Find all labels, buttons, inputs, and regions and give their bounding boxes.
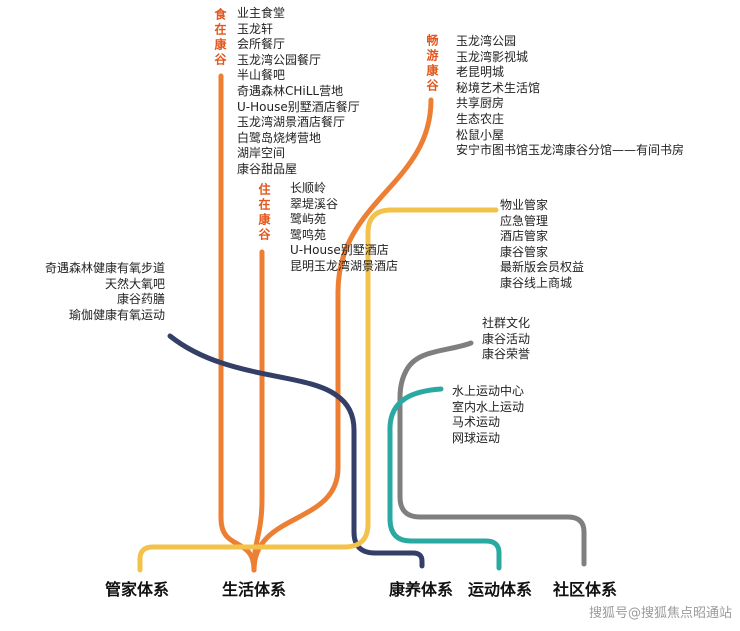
butler-list: 物业管家 应急管理 酒店管家 康谷管家 最新版会员权益 康谷线上商城 bbox=[500, 198, 584, 292]
line-tour bbox=[251, 97, 434, 573]
list-item: 生态农庄 bbox=[456, 111, 505, 126]
list-item: 玉龙湾公园 bbox=[456, 34, 517, 48]
line-live bbox=[251, 249, 265, 573]
list-item: 昆明玉龙湾湖景酒店 bbox=[290, 258, 399, 273]
list-item: 业主食堂 bbox=[237, 6, 286, 20]
list-item: 秘境艺术生活馆 bbox=[456, 80, 541, 95]
list-item: 玉龙湾公园餐厅 bbox=[237, 52, 322, 67]
list-item: 奇遇森林健康有氧步道 bbox=[44, 261, 165, 275]
list-item: 酒店管家 bbox=[500, 229, 549, 244]
list-item: 鹭屿苑 bbox=[290, 212, 327, 227]
watermark: 搜狐号@搜狐焦点昭通站 bbox=[588, 606, 732, 621]
list-item: 瑜伽健康有氧运动 bbox=[68, 307, 165, 322]
branch-label-tour: 畅游康谷 bbox=[425, 34, 439, 94]
community-list: 社群文化 康谷活动 康谷荣誉 bbox=[482, 316, 530, 363]
list-item: 马术运动 bbox=[452, 415, 501, 430]
list-item: 康谷药膳 bbox=[116, 292, 165, 307]
list-item: 康谷线上商城 bbox=[500, 275, 573, 290]
list-item: 湖岸空间 bbox=[237, 146, 286, 161]
list-item: 天然大氧吧 bbox=[104, 276, 165, 291]
system-label-community: 社区体系 bbox=[552, 580, 618, 599]
list-item: 物业管家 bbox=[500, 198, 549, 212]
list-item: 社群文化 bbox=[482, 316, 531, 330]
list-item: 康谷活动 bbox=[482, 331, 531, 346]
list-item: 会所餐厅 bbox=[237, 37, 286, 52]
list-item: U-House别墅酒店 bbox=[290, 243, 389, 258]
sport-list: 水上运动中心 室内水上运动 马术运动 网球运动 bbox=[452, 384, 524, 446]
list-item: 翠堤溪谷 bbox=[290, 196, 339, 211]
list-item: 应急管理 bbox=[500, 213, 549, 228]
list-item: 室内水上运动 bbox=[452, 399, 525, 414]
line-health bbox=[167, 333, 425, 569]
list-item: 玉龙湾影视城 bbox=[456, 49, 529, 64]
list-item: 松鼠小屋 bbox=[456, 127, 505, 142]
live-list: 长顺岭 翠堤溪谷 鹭屿苑 鹭鸣苑 U-House别墅酒店 昆明玉龙湾湖景酒店 bbox=[290, 181, 398, 275]
list-item: 水上运动中心 bbox=[452, 384, 525, 398]
list-item: 玉龙轩 bbox=[237, 21, 274, 36]
list-item: 康谷管家 bbox=[500, 244, 549, 259]
list-item: 长顺岭 bbox=[290, 181, 327, 195]
list-item: 康谷甜品屋 bbox=[237, 161, 298, 176]
list-item: 最新版会员权益 bbox=[500, 260, 585, 275]
list-item: 奇遇森林CHiLL营地 bbox=[237, 83, 344, 98]
line-community bbox=[397, 340, 587, 567]
system-label-health: 康养体系 bbox=[388, 580, 454, 599]
eat-list: 业主食堂 玉龙轩 会所餐厅 玉龙湾公园餐厅 半山餐吧 奇遇森林CHiLL营地 U… bbox=[237, 6, 360, 178]
tour-list: 玉龙湾公园 玉龙湾影视城 老昆明城 秘境艺术生活馆 共享厨房 生态农庄 松鼠小屋… bbox=[456, 34, 684, 159]
system-label-life: 生活体系 bbox=[221, 580, 287, 599]
list-item: 半山餐吧 bbox=[237, 68, 286, 83]
branch-label-eat: 食在康谷 bbox=[213, 8, 227, 68]
branch-label-live: 住在康谷 bbox=[257, 183, 271, 243]
list-item: U-House别墅酒店餐厅 bbox=[237, 99, 360, 114]
list-item: 网球运动 bbox=[452, 430, 501, 445]
list-item: 共享厨房 bbox=[456, 96, 505, 111]
system-label-butler: 管家体系 bbox=[104, 580, 170, 599]
line-sport bbox=[387, 386, 502, 571]
line-butler bbox=[137, 207, 499, 573]
list-item: 玉龙湾湖景酒店餐厅 bbox=[237, 115, 346, 130]
list-item: 鹭鸣苑 bbox=[290, 227, 327, 242]
list-item: 安宁市图书馆玉龙湾康谷分馆——有间书房 bbox=[456, 143, 685, 158]
system-label-sport: 运动体系 bbox=[467, 580, 533, 599]
list-item: 康谷荣誉 bbox=[482, 347, 531, 362]
list-item: 老昆明城 bbox=[456, 65, 505, 80]
list-item: 白鹭岛烧烤营地 bbox=[237, 130, 322, 145]
health-list: 奇遇森林健康有氧步道 天然大氧吧 康谷药膳 瑜伽健康有氧运动 bbox=[20, 261, 165, 323]
